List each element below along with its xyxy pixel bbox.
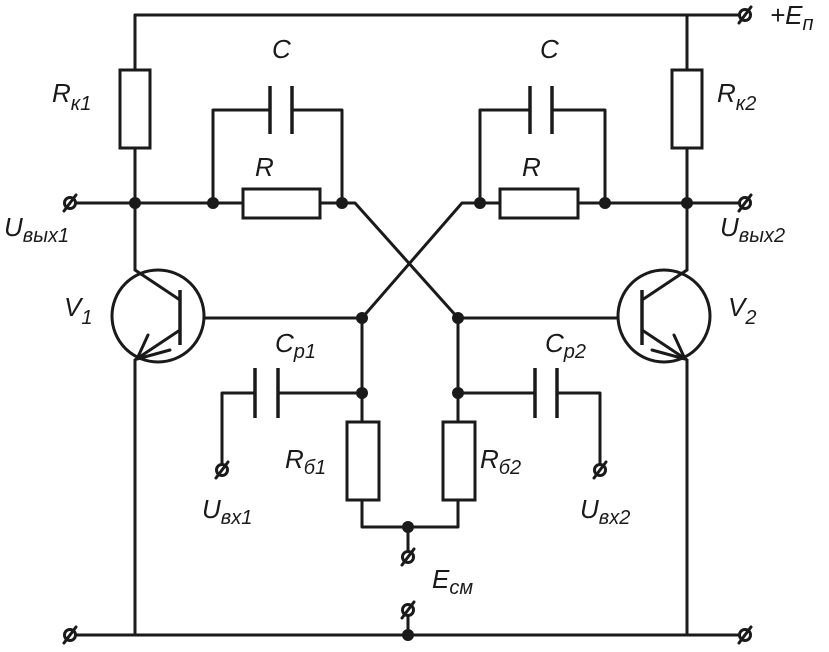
- label-supply: +Eп: [770, 0, 814, 35]
- terminal-ground-left: [62, 625, 78, 645]
- junction-dots: [129, 197, 693, 641]
- transistor-v2: [616, 268, 712, 364]
- label-c-left: C: [272, 34, 291, 64]
- label-cp1: Cp1: [275, 328, 316, 363]
- label-r-left: R: [255, 152, 274, 182]
- label-v1: V1: [64, 292, 92, 329]
- label-cp2: Cp2: [545, 328, 586, 363]
- label-ebias: Eсм: [432, 564, 473, 599]
- label-rk1: Rк1: [52, 78, 91, 115]
- label-r-right: R: [522, 152, 541, 182]
- label-uin2: Uвх2: [580, 494, 630, 529]
- terminal-uout1: [62, 193, 78, 213]
- label-v2: V2: [728, 292, 756, 329]
- label-uout1: Uвых1: [4, 212, 69, 247]
- label-uout2: Uвых2: [720, 212, 785, 247]
- resistor-r-right: [498, 187, 580, 220]
- resistor-rk1: [118, 68, 152, 150]
- label-c-right: C: [540, 34, 559, 64]
- terminal-uin2: [592, 460, 608, 480]
- terminal-supply: [737, 5, 753, 25]
- terminal-ebias: [400, 547, 416, 567]
- resistor-rk2: [670, 68, 704, 150]
- label-uin1: Uвх1: [202, 494, 252, 529]
- label-rb1: Rб1: [285, 444, 326, 479]
- transistor-v1: [110, 268, 206, 364]
- resistor-rb1: [345, 420, 381, 502]
- capacitor-cp2: [533, 368, 559, 418]
- label-rk2: Rк2: [717, 78, 756, 115]
- terminal-ground-right: [737, 625, 753, 645]
- capacitor-cp1: [253, 368, 280, 418]
- terminal-uout2: [737, 193, 753, 213]
- capacitor-c-left: [268, 86, 294, 134]
- resistor-r-left: [241, 187, 322, 220]
- wiring: [68, 13, 747, 637]
- terminal-uin1: [214, 460, 230, 480]
- terminal-ground-mid: [400, 600, 416, 620]
- capacitor-c-right: [528, 86, 554, 134]
- label-rb2: Rб2: [480, 444, 521, 479]
- resistor-rb2: [441, 420, 477, 502]
